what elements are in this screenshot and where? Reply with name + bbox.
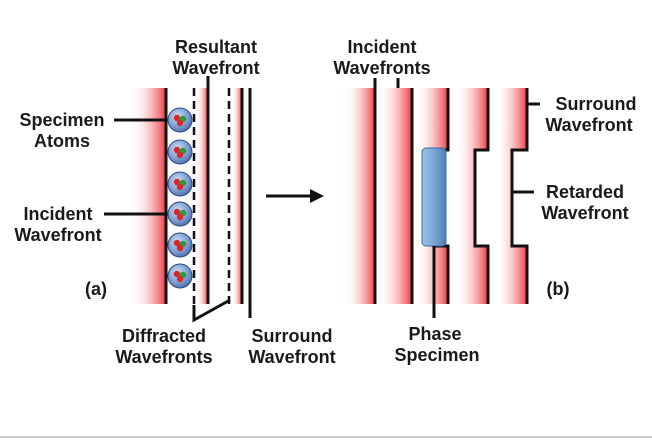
label-surround-wavefront-b: Wavefront xyxy=(545,115,632,135)
incident-wave-band-1 xyxy=(345,88,375,304)
specimen-atoms xyxy=(167,107,193,289)
label-retarded-wavefront: Wavefront xyxy=(541,203,628,223)
resultant-wave-band xyxy=(196,88,208,304)
leader-diffracted xyxy=(192,298,231,323)
label-surround-a: Surround xyxy=(252,326,333,346)
label-resultant: Resultant xyxy=(175,37,257,57)
label-wavefronts-b: Wavefronts xyxy=(333,58,430,78)
retarded-wavefront-5 xyxy=(510,88,529,304)
label-incident: Incident xyxy=(23,204,92,224)
label-specimen: Specimen xyxy=(19,110,104,130)
label-resultant-wavefront: Wavefront xyxy=(172,58,259,78)
transition-arrow xyxy=(266,189,324,203)
retarded-wavefront-4 xyxy=(473,88,490,304)
atom xyxy=(167,201,193,227)
retarded-wave-band-4 xyxy=(455,88,488,304)
atom xyxy=(167,139,193,165)
phase-specimen xyxy=(421,147,447,247)
label-diffracted: Diffracted xyxy=(122,326,206,346)
panel-b: Incident Wavefronts Surround Wavefront R… xyxy=(333,37,636,365)
surround-wave-band xyxy=(232,88,242,304)
atom xyxy=(167,232,193,258)
atom xyxy=(167,263,193,289)
panel-a-tag: (a) xyxy=(85,279,107,299)
label-surround-b: Surround xyxy=(556,94,637,114)
label-retarded: Retarded xyxy=(546,182,624,202)
panel-b-tag: (b) xyxy=(547,279,570,299)
atom xyxy=(167,171,193,197)
label-surround-wavefront-a: Wavefront xyxy=(248,347,335,367)
panel-a: Specimen Atoms Incident Wavefront Result… xyxy=(14,37,335,367)
atom xyxy=(167,107,193,133)
incident-wave-band-2 xyxy=(378,88,412,304)
label-specimen-b: Specimen xyxy=(394,345,479,365)
label-wavefront-a: Wavefront xyxy=(14,225,101,245)
label-atoms: Atoms xyxy=(34,131,90,151)
incident-wave-band xyxy=(130,88,166,304)
wave-band-3 xyxy=(415,88,448,304)
label-wavefronts: Wavefronts xyxy=(115,347,212,367)
label-incident-b: Incident xyxy=(347,37,416,57)
label-phase: Phase xyxy=(408,324,461,344)
